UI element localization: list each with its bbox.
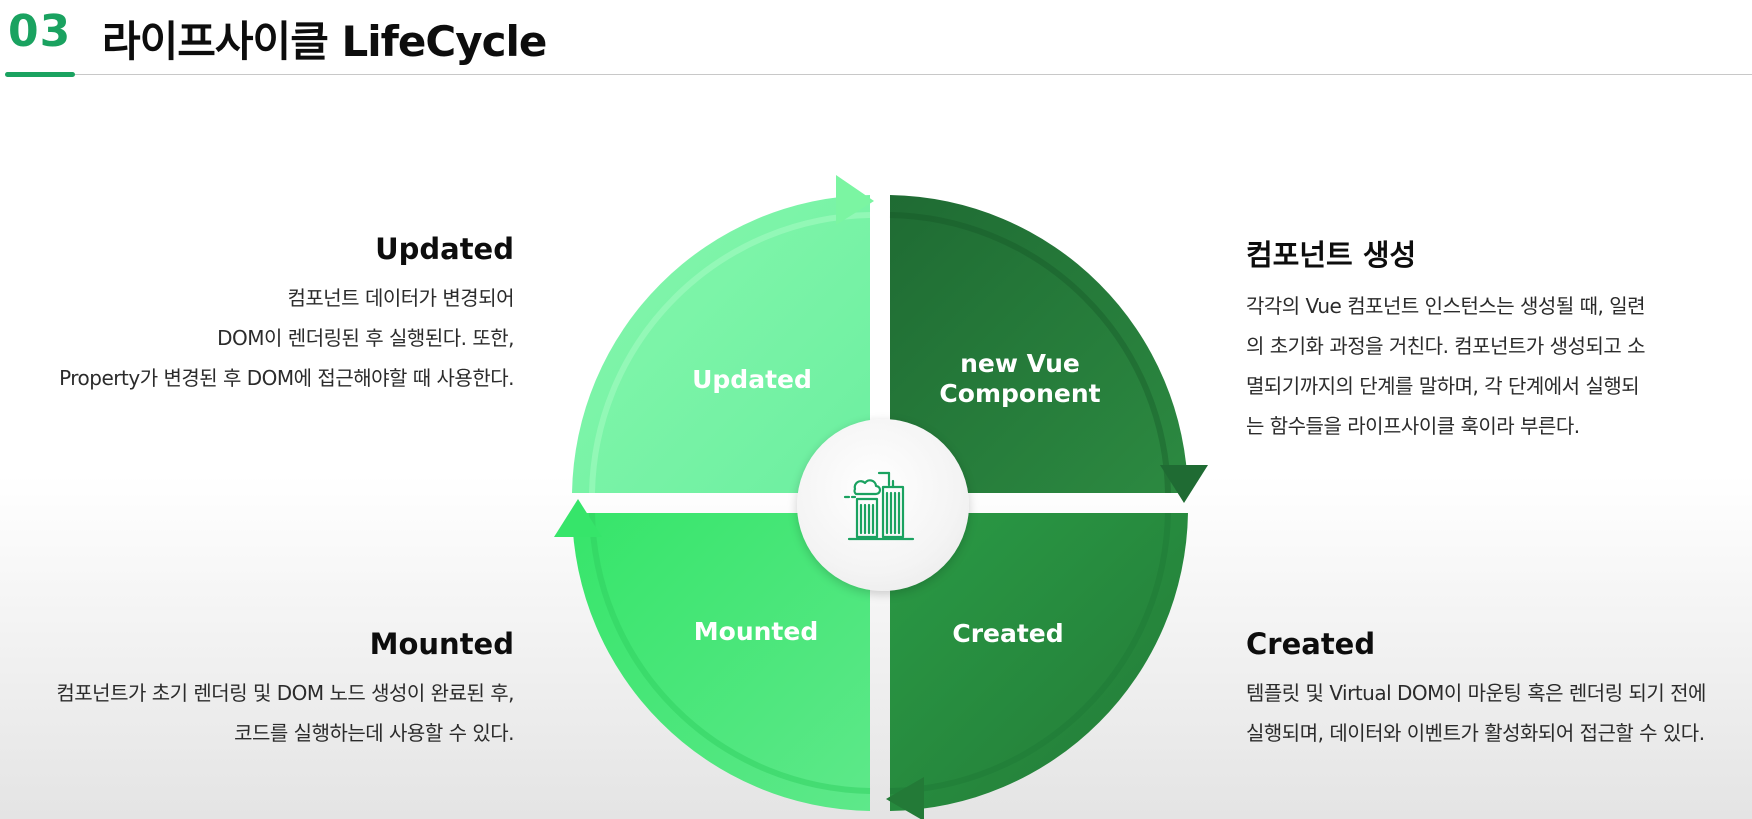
mounted-line-2: 코드를 실행하는데 사용할 수 있다. xyxy=(234,721,514,745)
center-hub xyxy=(797,419,969,591)
cycle-graphic xyxy=(554,171,1208,819)
mounted-description: Mounted 컴포넌트가 초기 렌더링 및 DOM 노드 생성이 완료된 후,… xyxy=(0,627,514,753)
header-divider xyxy=(75,74,1752,75)
updated-title: Updated xyxy=(375,232,514,266)
quadrant-new-vue-component xyxy=(890,195,1188,493)
arrow-head-top xyxy=(840,171,872,173)
updated-line-3: Property가 변경된 후 DOM에 접근해야할 때 사용한다. xyxy=(59,366,514,390)
created-line-2: 실행되며, 데이터와 이벤트가 활성화되어 접근할 수 있다. xyxy=(1246,721,1705,745)
quadrant-mounted xyxy=(572,513,870,811)
mounted-line-1: 컴포넌트가 초기 렌더링 및 DOM 노드 생성이 완료된 후, xyxy=(56,681,514,705)
quadrant-label-updated: Updated xyxy=(692,365,812,394)
component-creation-line-2: 의 초기화 과정을 거친다. 컴포넌트가 생성되고 소 xyxy=(1246,334,1646,358)
quadrant-label-created: Created xyxy=(952,619,1064,648)
lifecycle-cycle-diagram: Updated new Vue Component Mounted Create… xyxy=(540,165,1220,819)
updated-description: Updated 컴포넌트 데이터가 변경되어 DOM이 렌더링된 후 실행된다.… xyxy=(0,232,514,398)
quadrant-updated-rim xyxy=(589,212,871,494)
arrow-top xyxy=(836,175,874,225)
page-title: 라이프사이클 LifeCycle xyxy=(102,17,547,66)
created-title: Created xyxy=(1246,627,1376,661)
section-number-underline xyxy=(5,72,75,77)
mounted-title: Mounted xyxy=(369,627,514,661)
arrow-right xyxy=(1160,465,1208,503)
quadrant-label-mounted: Mounted xyxy=(693,617,819,646)
quadrant-updated xyxy=(572,195,870,493)
quadrant-mounted-rim xyxy=(589,512,871,794)
updated-line-1: 컴포넌트 데이터가 변경되어 xyxy=(287,286,514,310)
slide-header: 03 라이프사이클 LifeCycle xyxy=(0,0,1752,78)
quadrant-label-new-vue-component: new Vue Component xyxy=(920,349,1120,409)
component-creation-description: 컴포넌트 생성 각각의 Vue 컴포넌트 인스턴스는 생성될 때, 일련 의 초… xyxy=(1246,232,1746,446)
quadrant-created xyxy=(890,513,1188,811)
component-creation-title: 컴포넌트 생성 xyxy=(1246,238,1417,272)
component-creation-line-1: 각각의 Vue 컴포넌트 인스턴스는 생성될 때, 일련 xyxy=(1246,294,1646,318)
city-buildings-icon xyxy=(843,471,915,541)
quadrant-label-new-vue-line2: Component xyxy=(939,379,1101,408)
created-description: Created 템플릿 및 Virtual DOM이 마운팅 혹은 렌더링 되기… xyxy=(1246,627,1746,753)
created-line-1: 템플릿 및 Virtual DOM이 마운팅 혹은 렌더링 되기 전에 xyxy=(1246,681,1706,705)
section-number: 03 xyxy=(8,6,72,57)
arrow-left xyxy=(554,499,602,537)
arrow-bottom xyxy=(886,777,924,819)
component-creation-line-4: 는 함수들을 라이프사이클 훅이라 부른다. xyxy=(1246,414,1580,438)
quadrant-label-new-vue-line1: new Vue xyxy=(960,349,1080,378)
quadrant-new-vue-rim xyxy=(889,212,1171,494)
quadrant-created-rim xyxy=(889,512,1171,794)
updated-line-2: DOM이 렌더링된 후 실행된다. 또한, xyxy=(217,326,514,350)
component-creation-line-3: 멸되기까지의 단계를 말하며, 각 단계에서 실행되 xyxy=(1246,374,1640,398)
